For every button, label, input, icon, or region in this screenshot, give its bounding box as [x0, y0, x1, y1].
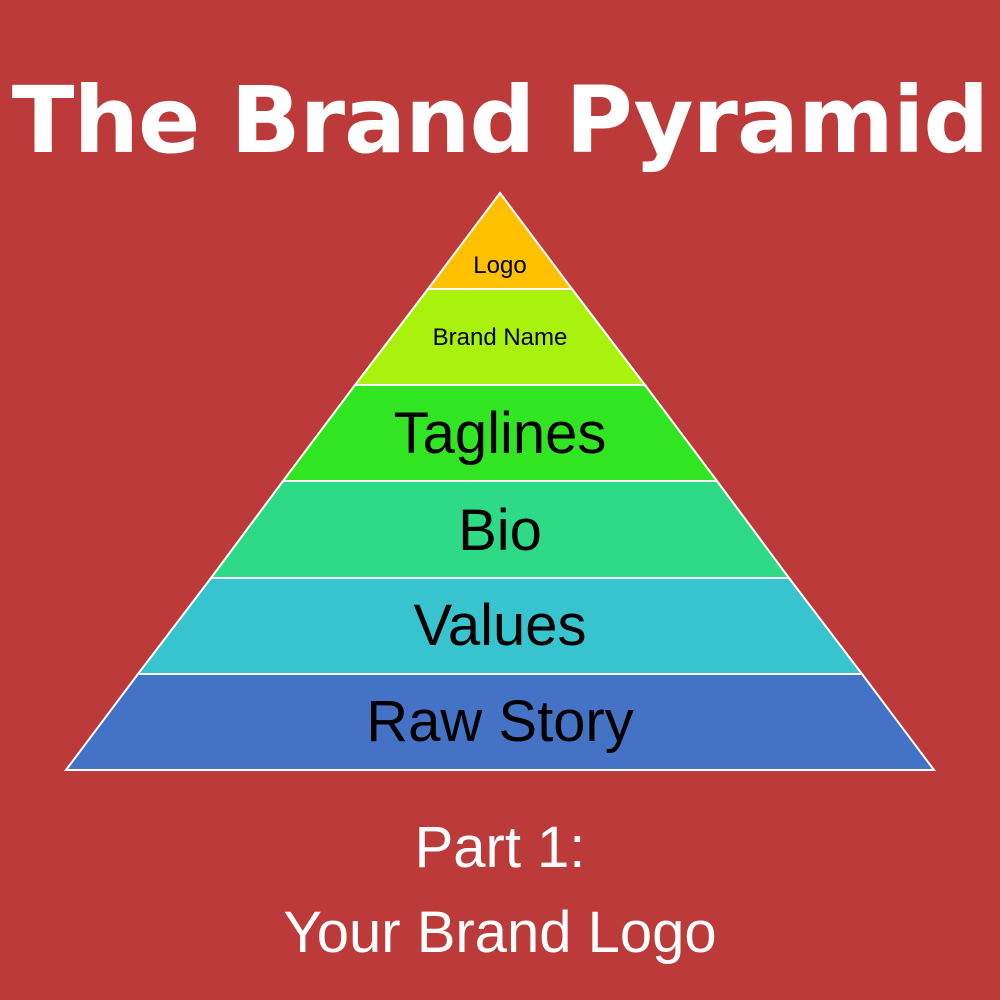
- subtitle-topic: Your Brand Logo: [283, 900, 717, 965]
- layer-label-logo: Logo: [473, 252, 526, 279]
- layer-label-brand-name: Brand Name: [433, 324, 568, 351]
- subtitle-part: Part 1:: [414, 815, 586, 880]
- pyramid-layer-raw-story: [64, 673, 936, 771]
- page-title: The Brand Pyramid: [11, 67, 989, 174]
- layer-label-bio: Bio: [458, 498, 542, 563]
- layer-label-taglines: Taglines: [394, 401, 607, 466]
- layer-label-raw-story: Raw Story: [366, 689, 634, 754]
- layer-label-values: Values: [413, 593, 586, 658]
